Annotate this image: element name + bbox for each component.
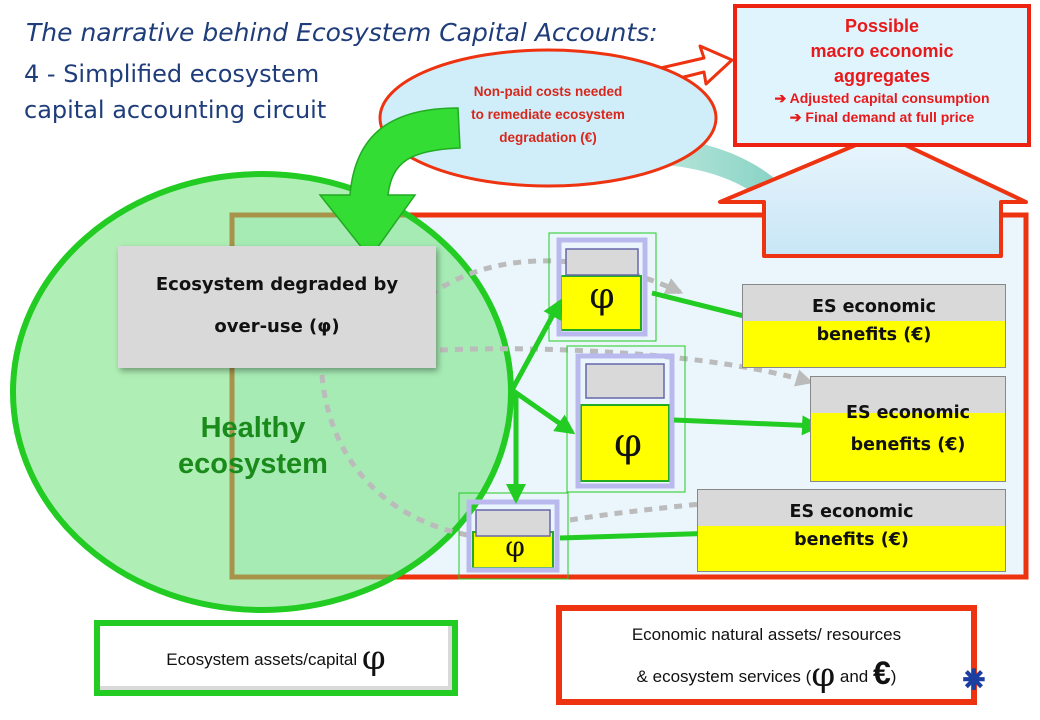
asset-2-grey — [585, 363, 665, 399]
legend-close-paren: ) — [890, 667, 897, 686]
degraded-ecosystem-box: Ecosystem degraded by over-use (φ) — [118, 246, 436, 368]
nonpaid-costs-line: degradation (€) — [499, 130, 597, 145]
macro-item: ➔ Final demand at full price — [737, 108, 1027, 127]
benefit-line: ES economic — [845, 403, 970, 423]
asset-2-yellow — [580, 404, 670, 482]
es-benefit-box: ES economic benefits (€) — [742, 284, 1006, 368]
legend-and-text: and — [839, 667, 869, 686]
nonpaid-costs-line: Non-paid costs needed — [473, 84, 623, 99]
degraded-ecosystem-line: Ecosystem degraded by — [155, 274, 399, 295]
asset-phi-symbol: φ — [589, 276, 615, 317]
page-subtitle-line-2: capital accounting circuit — [24, 96, 327, 124]
macro-item-label: Final demand at full price — [805, 109, 975, 125]
macro-aggregates-box: Possible macro economic aggregates ➔ Adj… — [733, 4, 1031, 147]
dashed-flow-1 — [428, 258, 684, 298]
nonpaid-costs-label: Non-paid costs needed to remediate ecosy… — [395, 80, 701, 149]
asset-2-outline — [575, 353, 675, 489]
macro-item: ➔ Adjusted capital consumption — [737, 89, 1027, 108]
flow-arrow-to-asset-2 — [510, 387, 576, 435]
right-arrow-icon: ➔ — [789, 109, 802, 125]
page-subtitle-line-1: 4 - Simplified ecosystem — [24, 60, 320, 88]
asset-1-outline — [556, 237, 648, 337]
legend-phi-symbol: φ — [811, 655, 836, 695]
macro-title-line: Possible — [844, 16, 920, 36]
logo-fragment-icon: ⁕ — [958, 660, 990, 702]
legend-ecosystem-text: Ecosystem assets/capital — [166, 650, 358, 669]
degradation-green-arrow — [318, 107, 461, 260]
page-title: The narrative behind Ecosystem Capital A… — [26, 18, 658, 47]
asset-phi-symbol: φ — [505, 530, 525, 563]
es-benefit-box: ES economic benefits (€) — [697, 489, 1006, 572]
healthy-ecosystem-circle — [10, 171, 514, 613]
nonpaid-costs-ellipse — [378, 48, 718, 188]
benefit-line: ES economic — [789, 502, 914, 522]
asset-3-grey — [475, 509, 551, 537]
benefit-line: benefits (€) — [850, 435, 966, 455]
asset-frame-1 — [548, 232, 657, 342]
degraded-ecosystem-line: over-use (φ) — [214, 316, 340, 337]
macro-aggregates-title: Possible macro economic aggregates — [737, 8, 1027, 89]
benefit-grey-band — [743, 285, 1005, 321]
legend-economic-line-2: & ecosystem services (φ and €) — [562, 649, 971, 701]
flow-arrow-to-asset-1 — [509, 298, 563, 392]
macro-item-label: Adjusted capital consumption — [789, 90, 990, 106]
benefit-grey-band — [698, 490, 1005, 526]
asset-1-yellow — [560, 275, 642, 331]
es-benefit-box: ES economic benefits (€) — [810, 376, 1006, 482]
up-aggregation-arrow — [718, 132, 1028, 258]
benefit-line: benefits (€) — [816, 325, 932, 345]
macro-title-line: macro economic — [810, 41, 954, 61]
healthy-ecosystem-line: Healthy — [200, 412, 306, 444]
legend-economic-text: & ecosystem services ( — [636, 667, 812, 686]
asset-phi-symbol: φ — [613, 420, 642, 466]
nonpaid-costs-line: to remediate ecosystem — [471, 107, 625, 122]
legend-ecosystem-assets: Ecosystem assets/capital φ — [94, 620, 458, 696]
benefit-grey-band — [811, 377, 1005, 413]
legend-phi-symbol: φ — [361, 638, 386, 678]
flow-arrow-to-benefit-2 — [673, 415, 822, 436]
legend-euro-symbol: € — [872, 655, 891, 691]
legend-economic-assets: Economic natural assets/ resources & eco… — [556, 605, 977, 705]
legend-economic-line-1: Economic natural assets/ resources — [631, 625, 902, 644]
benefit-line: benefits (€) — [794, 530, 909, 550]
asset-1-grey — [565, 248, 639, 276]
healthy-ecosystem-label: Healthy ecosystem — [130, 410, 376, 482]
right-arrow-icon: ➔ — [774, 90, 787, 106]
macro-title-line: aggregates — [833, 66, 931, 86]
healthy-ecosystem-line: ecosystem — [178, 448, 328, 480]
dashed-flow-4 — [569, 492, 744, 523]
benefit-line: ES economic — [811, 297, 936, 317]
